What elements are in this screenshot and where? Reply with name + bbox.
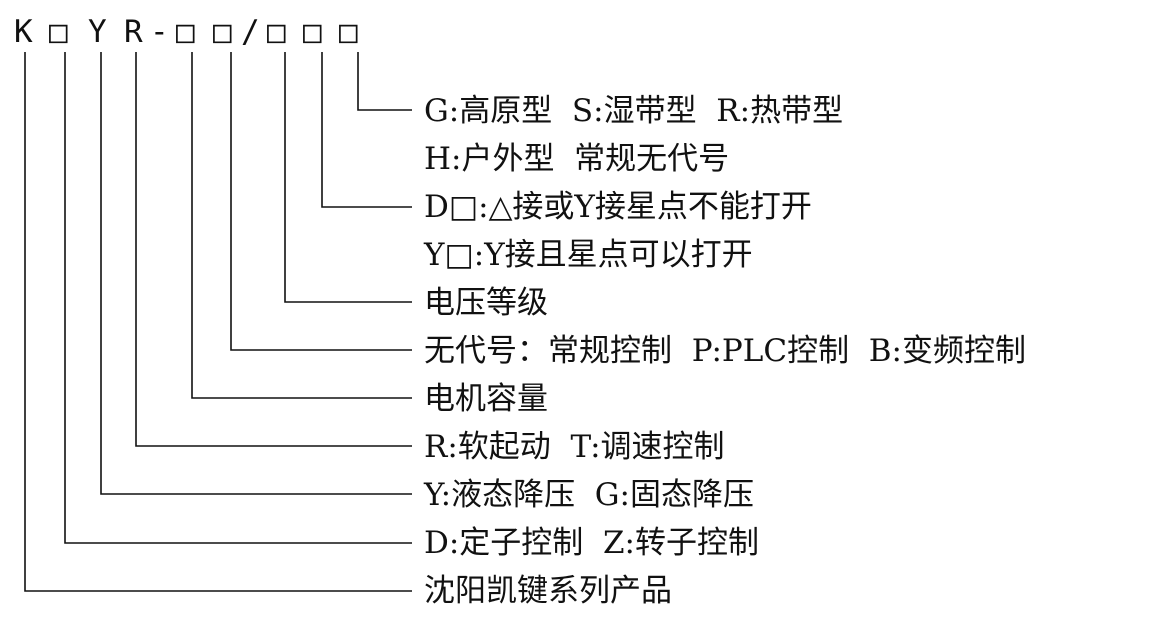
code-box-2: □	[176, 14, 195, 50]
code-box-4: □	[267, 14, 286, 50]
connector-voltage-level	[284, 52, 412, 303]
connector-reduction-type	[100, 52, 412, 495]
connector-control-location	[64, 52, 412, 544]
label-voltage-level: 电压等级	[424, 285, 548, 321]
code-slash: /	[241, 14, 260, 50]
code-dash: -	[150, 14, 169, 50]
code-box-5: □	[303, 14, 322, 50]
code-char-y: Y	[88, 14, 107, 50]
label-wiring-d: D□:△接或Y接星点不能打开	[424, 189, 812, 225]
label-control-location: D:定子控制 Z:转子控制	[424, 525, 759, 561]
label-environment: G:高原型 S:湿带型 R:热带型	[424, 93, 844, 129]
label-product-series: 沈阳凯键系列产品	[424, 573, 672, 609]
connector-environment	[357, 52, 412, 111]
code-char-r: R	[124, 14, 143, 50]
connector-start-type	[135, 52, 412, 447]
label-control-mode: 无代号：常规控制 P:PLC控制 B:变频控制	[424, 333, 1027, 369]
label-environment-2: H:户外型 常规无代号	[424, 141, 730, 177]
connector-product-series	[24, 52, 412, 592]
code-box-6: □	[339, 14, 358, 50]
connector-motor-capacity	[191, 52, 412, 399]
label-motor-capacity: 电机容量	[424, 381, 548, 417]
connector-wiring	[321, 52, 412, 208]
label-start-type: R:软起动 T:调速控制	[424, 429, 725, 465]
code-box-3: □	[213, 14, 232, 50]
code-box-1: □	[49, 14, 68, 50]
label-wiring-y: Y□:Y接且星点可以打开	[424, 237, 753, 273]
code-char-k: K	[14, 14, 33, 50]
connector-control-mode	[230, 52, 412, 351]
label-reduction-type: Y:液态降压 G:固态降压	[424, 477, 754, 513]
